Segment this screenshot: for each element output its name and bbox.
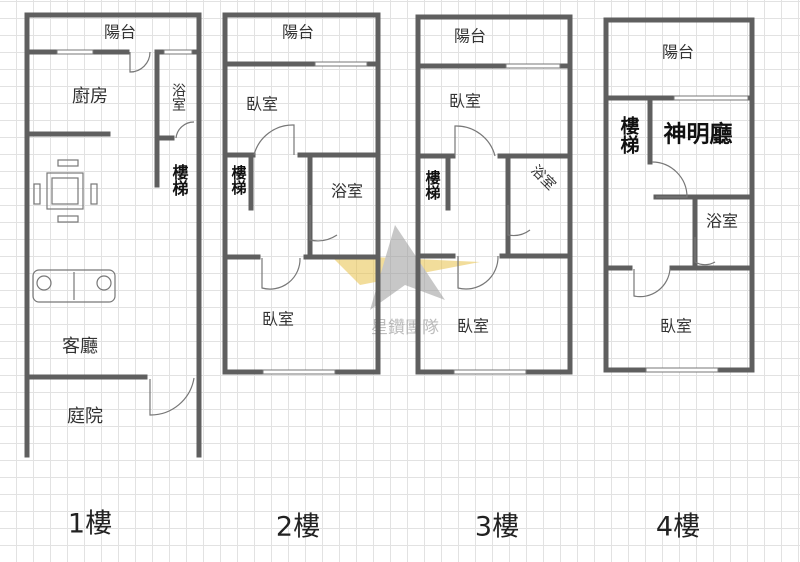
floor-3-plan: 陽台 臥室 樓梯 浴室 臥室	[415, 14, 573, 375]
room-stairs: 樓梯	[618, 115, 640, 155]
room-bathroom: 浴室	[706, 212, 738, 231]
room-living-room: 客廳	[62, 336, 98, 357]
room-courtyard: 庭院	[67, 406, 103, 427]
floor-4-plan: 陽台 樓梯 神明廳 浴室 臥室	[603, 17, 755, 373]
room-bathroom: 浴室	[170, 83, 186, 111]
room-bedroom: 臥室	[660, 317, 692, 336]
watermark-text: 星鑽團隊	[371, 318, 439, 338]
room-bathroom: 浴室	[331, 182, 363, 201]
floor-4-label: 4樓	[656, 512, 700, 543]
dining-table-icon	[33, 159, 98, 223]
sofa-icon	[32, 269, 116, 303]
room-shrine-hall: 神明廳	[664, 121, 733, 148]
room-bathroom: 浴室	[527, 162, 559, 194]
room-balcony: 陽台	[454, 27, 486, 46]
room-bedroom-back: 臥室	[457, 317, 489, 336]
room-balcony: 陽台	[282, 23, 314, 42]
room-bedroom-front: 臥室	[449, 92, 481, 111]
floor-2-label: 2樓	[276, 512, 320, 543]
floor-3-label: 3樓	[475, 512, 519, 543]
room-bedroom-back: 臥室	[262, 310, 294, 329]
floor-1-plan: 陽台 廚房 浴室 樓梯 客廳 庭院	[24, 12, 202, 458]
room-kitchen: 廚房	[72, 85, 108, 107]
room-bedroom-front: 臥室	[246, 95, 278, 114]
watermark-logo: 星鑽團隊	[330, 225, 480, 338]
room-balcony: 陽台	[104, 23, 136, 42]
floor-1-label: 1樓	[68, 509, 112, 540]
room-stairs: 樓梯	[170, 163, 189, 197]
room-stairs: 樓梯	[424, 169, 442, 201]
room-balcony: 陽台	[662, 43, 694, 62]
room-stairs: 樓梯	[230, 164, 248, 196]
floor-2-plan: 陽台 臥室 樓梯 浴室 臥室	[222, 12, 381, 375]
